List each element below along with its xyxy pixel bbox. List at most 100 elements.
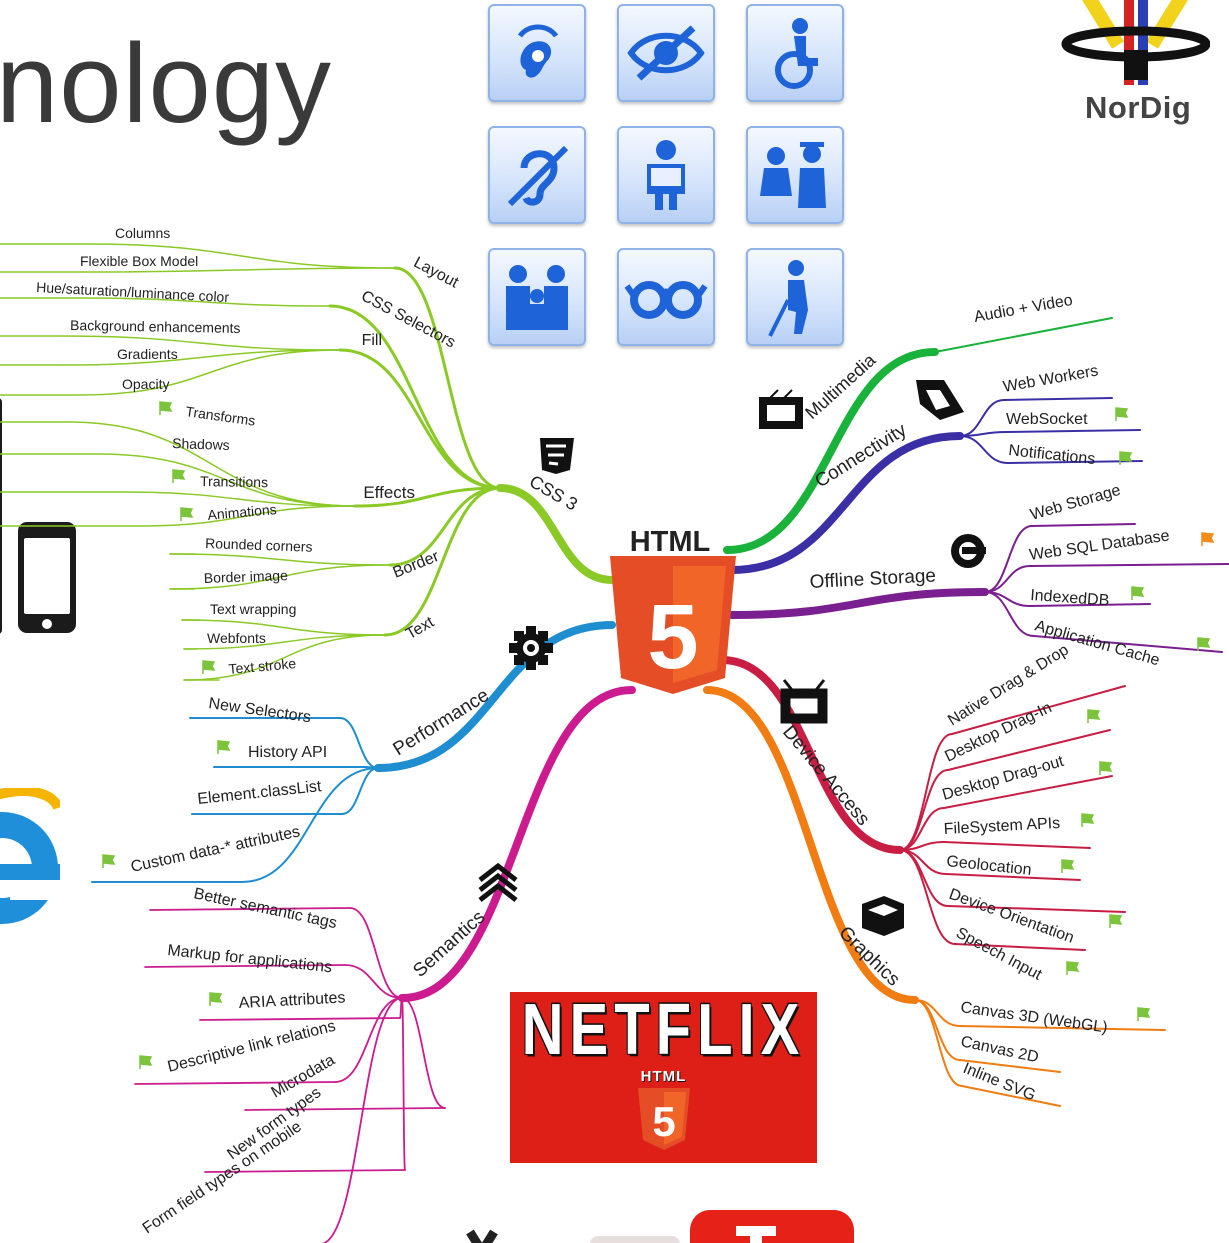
- leaf-edge: [241, 767, 379, 883]
- branch-device-access: [718, 656, 904, 854]
- leaf-edge: [984, 565, 1031, 593]
- tablet-icon: [0, 398, 2, 634]
- leaf-edge: [341, 767, 379, 815]
- subbranch-label: Effects: [363, 483, 415, 502]
- subbranch-5: [383, 486, 502, 637]
- flag-icon: [1119, 451, 1133, 465]
- leaf-label: Shadows: [172, 435, 230, 453]
- leaf-edge: [334, 997, 403, 1083]
- leaf-edge: [344, 964, 403, 999]
- subbranch-2: [338, 348, 502, 490]
- internet-explorer-logo: [0, 788, 60, 924]
- ear-crossed-icon: [488, 126, 586, 224]
- nordig-logo-text: NorDig: [1085, 90, 1192, 125]
- leaf-edge: [914, 999, 961, 1061]
- flag-icon: [1066, 961, 1080, 975]
- branch-offline-storage: [728, 588, 989, 619]
- leaf-edge: [959, 435, 1009, 464]
- leaf-underline: [1031, 523, 1136, 527]
- leaf-underline: [943, 775, 1113, 809]
- netflix-html-label: HTML: [640, 1068, 687, 1085]
- leaf-edge: [899, 849, 949, 907]
- leaf-underline: [144, 964, 346, 968]
- leaf-edge: [59, 335, 341, 351]
- leaf-label: ARIA attributes: [238, 989, 345, 1012]
- family-icon: [488, 248, 586, 346]
- flag-icon: [1201, 532, 1215, 546]
- flag-icon: [202, 660, 216, 674]
- leaf-edge: [899, 769, 949, 851]
- leaf-label: Animations: [207, 501, 277, 523]
- branch-connectivity: [728, 432, 964, 574]
- branch-css3: [496, 484, 616, 584]
- flag-icon: [1081, 813, 1095, 827]
- leaf-label: Background enhancements: [70, 317, 241, 336]
- leaf-edge: [320, 997, 403, 1243]
- leaf-underline: [1003, 397, 1113, 401]
- leaf-underline: [204, 1169, 406, 1173]
- leaf-label: Canvas 3D (WebGL): [959, 999, 1108, 1036]
- subbranch-1: [328, 304, 502, 490]
- leaf-label: Hue/saturation/luminance color: [36, 279, 230, 305]
- leaf-underline: [951, 685, 1126, 735]
- flag-icon: [1061, 859, 1075, 873]
- leaf-label: WebSocket: [1006, 411, 1088, 428]
- blind-person-cane-icon: [746, 248, 844, 346]
- subbranch-0: [393, 266, 502, 490]
- accessibility-icon-grid: [488, 4, 848, 350]
- leaf-edge: [169, 553, 391, 566]
- flag-icon: [1109, 914, 1123, 928]
- leaf-underline: [947, 729, 1111, 771]
- reading-person-icon: [617, 126, 715, 224]
- flag-icon: [1099, 761, 1113, 775]
- leaf-underline: [945, 873, 1081, 881]
- leaf-label: New Selectors: [207, 695, 312, 726]
- leaf-label: Element.classList: [197, 778, 323, 808]
- leaf-edge: [61, 349, 341, 366]
- leaf-edge: [119, 491, 356, 507]
- leaf-label: Columns: [115, 225, 170, 241]
- leaf-edge: [183, 634, 386, 650]
- netflix-logo-text: NETFLIX: [521, 988, 806, 1071]
- gear-icon: [509, 626, 553, 670]
- subbranch-3: [353, 486, 502, 508]
- leaf-underline: [244, 1107, 446, 1111]
- subbranch-4: [388, 486, 502, 567]
- flag-icon: [1197, 637, 1211, 651]
- leaf-label: Notifications: [1008, 442, 1096, 468]
- leaf-label: Webfonts: [207, 630, 266, 646]
- leaf-underline: [199, 1017, 401, 1021]
- subbranch-label: Text: [403, 613, 437, 643]
- subbranch-label: Border: [391, 548, 443, 582]
- leaf-edge: [79, 349, 341, 396]
- leaf-label: Opacity: [122, 376, 169, 392]
- leaf-label: History API: [248, 744, 327, 761]
- leaf-label: Audio + Video: [973, 292, 1074, 326]
- branch-graphics: [703, 686, 919, 1004]
- leaf-label: Border image: [204, 567, 289, 586]
- leaf-label: Web Workers: [1002, 362, 1100, 395]
- leaf-label: Speech Input: [953, 925, 1045, 985]
- two-persons-icon: [746, 126, 844, 224]
- leaf-edge: [137, 505, 356, 527]
- leaf-edge: [349, 907, 403, 999]
- leaf-underline: [959, 1059, 1061, 1073]
- leaf-underline: [1029, 563, 1229, 567]
- leaf-edge: [401, 997, 406, 1171]
- flag-icon: [217, 740, 231, 754]
- flag-icon: [172, 469, 186, 483]
- leaf-edge: [959, 399, 1005, 437]
- leaf-underline: [954, 943, 1086, 951]
- leaf-label: Flexible Box Model: [80, 253, 198, 269]
- leaf-label: Text stroke: [228, 655, 297, 677]
- leaf-underline: [961, 1085, 1061, 1107]
- leaf-underline: [947, 905, 1126, 913]
- leaf-label: Rounded corners: [205, 535, 313, 555]
- glasses-icon: [617, 248, 715, 346]
- leaf-label: Transitions: [200, 473, 268, 490]
- leaf-label: FileSystem APIs: [943, 815, 1060, 838]
- flag-icon: [1115, 407, 1129, 421]
- leaf-underline: [1029, 603, 1151, 607]
- slide-title: nology: [0, 21, 333, 146]
- flag-icon: [1137, 1007, 1151, 1021]
